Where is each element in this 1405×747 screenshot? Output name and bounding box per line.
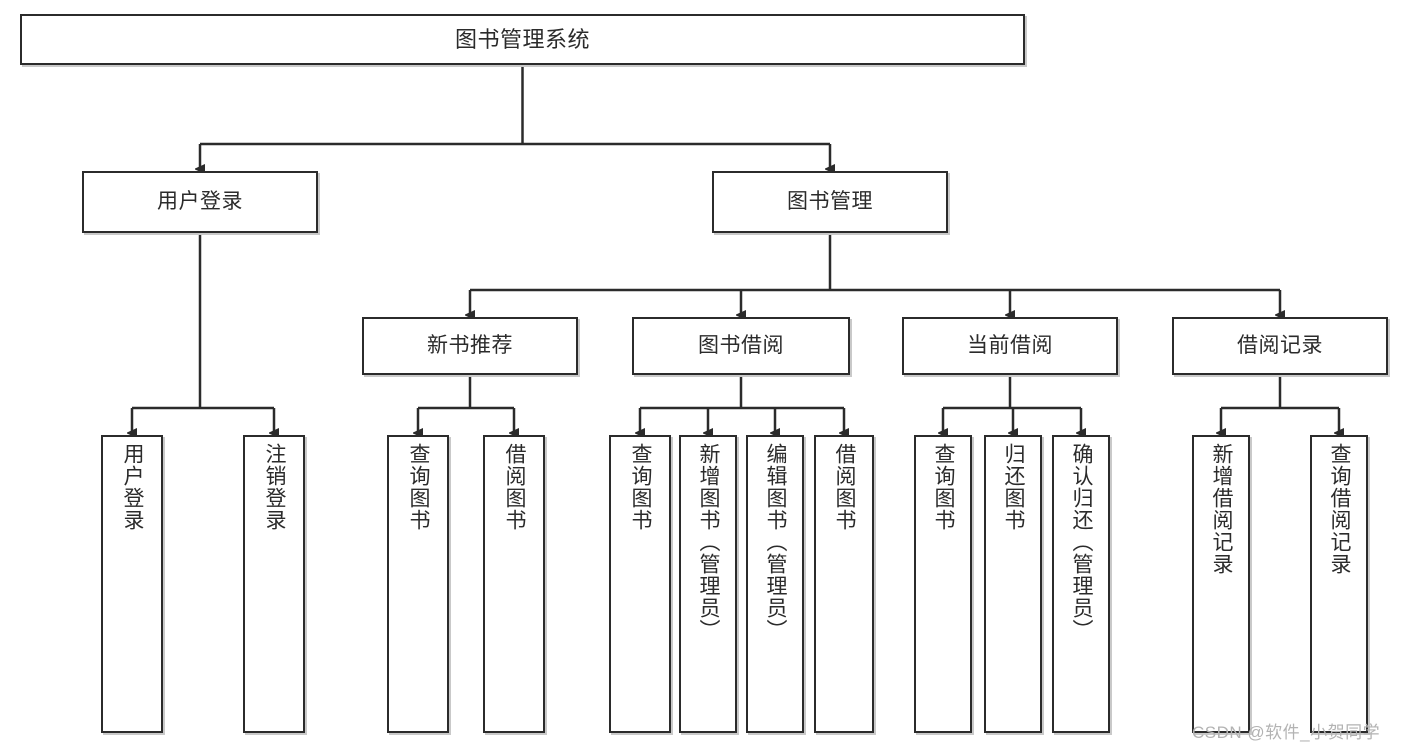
node-label: 新书推荐 [427, 333, 513, 357]
node-leaf_query_book_1[interactable]: 查询图书 [387, 435, 449, 733]
node-label: 用户登录 [121, 443, 145, 531]
csdn-watermark: CSDN @软件_小贺同学 [1192, 723, 1381, 742]
node-label: 新增图书（管理员） [697, 443, 721, 641]
node-leaf_user_login[interactable]: 用户登录 [101, 435, 163, 733]
node-label: 查询图书 [932, 443, 956, 531]
node-leaf_edit_book[interactable]: 编辑图书（管理员） [746, 435, 804, 733]
node-label: 图书管理 [787, 189, 873, 213]
edge-group [132, 65, 1339, 433]
node-label: 编辑图书（管理员） [764, 443, 788, 641]
node-label: 确认归还（管理员） [1070, 443, 1094, 641]
node-label: 新增借阅记录 [1210, 443, 1234, 575]
node-current_borrow[interactable]: 当前借阅 [902, 317, 1118, 375]
node-leaf_add_record[interactable]: 新增借阅记录 [1192, 435, 1250, 733]
node-leaf_add_book[interactable]: 新增图书（管理员） [679, 435, 737, 733]
node-leaf_query_record[interactable]: 查询借阅记录 [1310, 435, 1368, 733]
node-label: 借阅图书 [503, 443, 527, 531]
node-leaf_borrow_book_1[interactable]: 借阅图书 [483, 435, 545, 733]
node-label: 归还图书 [1002, 443, 1026, 531]
node-leaf_confirm_ret[interactable]: 确认归还（管理员） [1052, 435, 1110, 733]
node-new_book_rec[interactable]: 新书推荐 [362, 317, 578, 375]
node-label: 借阅图书 [833, 443, 857, 531]
node-label: 当前借阅 [967, 333, 1053, 357]
node-leaf_query_book_3[interactable]: 查询图书 [914, 435, 972, 733]
node-leaf_return_book[interactable]: 归还图书 [984, 435, 1042, 733]
node-root[interactable]: 图书管理系统 [20, 14, 1025, 65]
node-label: 注销登录 [263, 443, 287, 531]
node-label: 查询图书 [407, 443, 431, 531]
node-leaf_query_book_2[interactable]: 查询图书 [609, 435, 671, 733]
node-label: 查询图书 [629, 443, 653, 531]
node-borrow_record[interactable]: 借阅记录 [1172, 317, 1388, 375]
node-book_borrow[interactable]: 图书借阅 [632, 317, 850, 375]
node-label: 查询借阅记录 [1328, 443, 1352, 575]
node-label: 用户登录 [157, 189, 243, 213]
node-leaf_borrow_book_2[interactable]: 借阅图书 [814, 435, 874, 733]
node-book_mgmt[interactable]: 图书管理 [712, 171, 948, 233]
node-leaf_user_logout[interactable]: 注销登录 [243, 435, 305, 733]
node-label: 图书借阅 [698, 333, 784, 357]
node-user_login[interactable]: 用户登录 [82, 171, 318, 233]
node-label: 借阅记录 [1237, 333, 1323, 357]
node-label: 图书管理系统 [454, 26, 590, 52]
